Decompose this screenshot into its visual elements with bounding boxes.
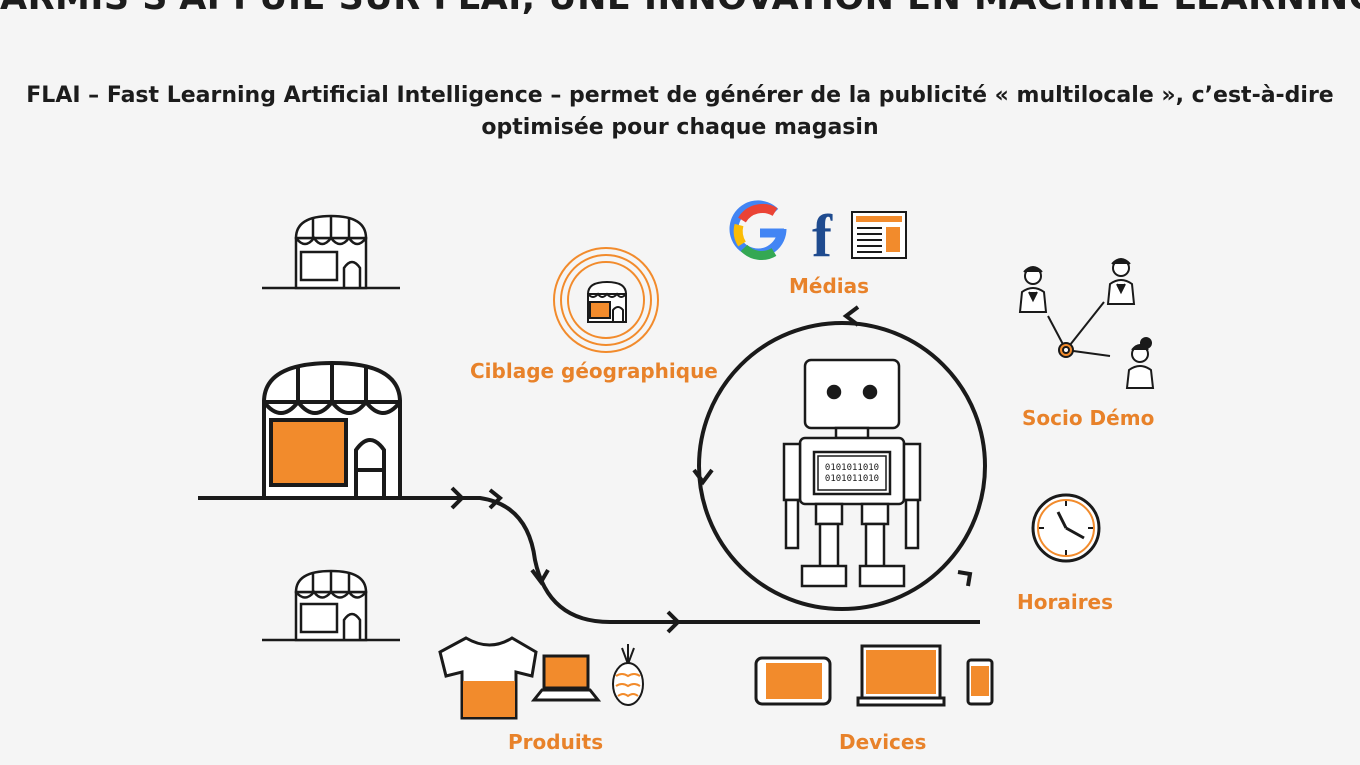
google-icon <box>729 200 787 260</box>
store-small-top-icon <box>262 214 400 290</box>
computer-icon <box>856 644 946 707</box>
geo-target-icon <box>553 247 659 353</box>
robot-icon <box>782 358 922 588</box>
label-horaires: Horaires <box>1017 590 1114 614</box>
clock-icon <box>1031 493 1101 563</box>
flow-path <box>198 486 980 634</box>
tshirt-icon <box>438 636 538 720</box>
label-devices: Devices <box>839 730 927 754</box>
label-ciblage: Ciblage géographique <box>470 359 718 383</box>
label-socio-demo: Socio Démo <box>1022 406 1155 430</box>
tablet-icon <box>754 656 832 706</box>
loop-circle <box>692 305 987 611</box>
store-large-icon <box>261 360 403 500</box>
robot-screen-text: 0101011010 <box>825 463 879 473</box>
page-title: ARMIS S'APPUIE SUR FLAI, UNE INNOVATION … <box>0 0 1360 18</box>
page-subtitle: FLAI – Fast Learning Artificial Intellig… <box>26 83 1334 140</box>
socio-demo-icon <box>1018 258 1155 389</box>
label-produits: Produits <box>508 730 604 754</box>
laptop-icon <box>530 654 602 702</box>
label-medias: Médias <box>789 274 870 298</box>
pineapple-icon <box>612 644 644 706</box>
news-icon <box>851 211 907 259</box>
robot-screen-text-2: 0101011010 <box>825 474 879 484</box>
facebook-icon: f <box>812 203 833 269</box>
store-small-bottom-icon <box>262 569 400 642</box>
phone-icon <box>966 658 994 706</box>
